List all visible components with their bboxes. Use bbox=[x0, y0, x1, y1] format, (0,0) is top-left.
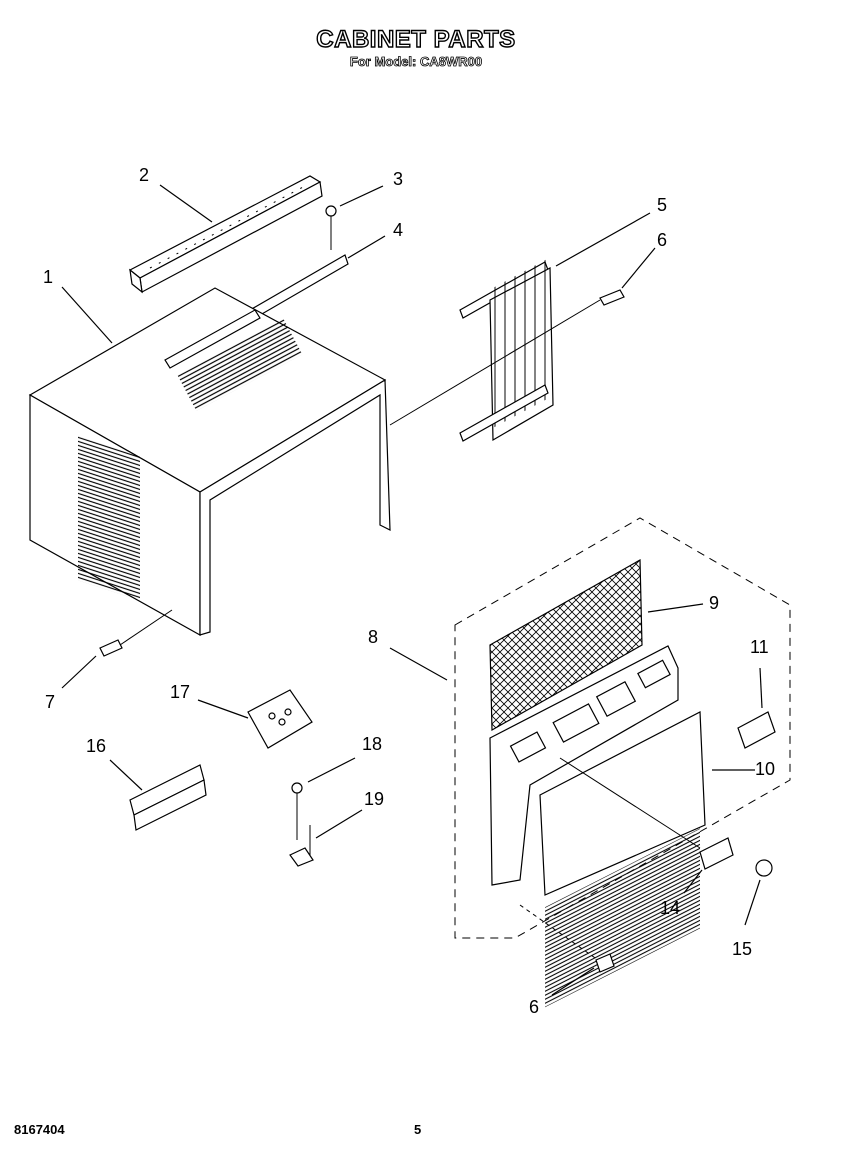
part-bracket-4 bbox=[249, 254, 349, 319]
part-top-rail bbox=[128, 175, 323, 294]
leader-lines bbox=[61, 184, 763, 996]
part-bracket-19 bbox=[289, 825, 314, 867]
callout-18: 18 bbox=[362, 734, 382, 754]
part-plate-14 bbox=[699, 837, 734, 870]
part-front-panel bbox=[489, 645, 679, 886]
part-strip-16 bbox=[129, 764, 207, 831]
callout-5: 5 bbox=[657, 195, 667, 215]
part-screw-6a bbox=[599, 289, 625, 306]
callout-1: 1 bbox=[43, 267, 53, 287]
part-screw-3 bbox=[325, 205, 337, 250]
part-screw-7 bbox=[99, 639, 123, 657]
part-screw-6b bbox=[595, 953, 615, 973]
callout-17: 17 bbox=[170, 682, 190, 702]
callout-6-bottom: 6 bbox=[529, 997, 539, 1017]
page-number: 5 bbox=[414, 1122, 422, 1137]
callout-15: 15 bbox=[732, 939, 752, 959]
callout-4: 4 bbox=[393, 220, 403, 240]
callout-3: 3 bbox=[393, 169, 403, 189]
callout-16: 16 bbox=[86, 736, 106, 756]
part-knob-15 bbox=[755, 859, 773, 877]
callout-8: 8 bbox=[368, 627, 378, 647]
part-filter bbox=[489, 558, 643, 732]
callout-14: 14 bbox=[660, 898, 680, 918]
diagram-title: CABINET PARTS bbox=[316, 25, 516, 53]
callout-11: 11 bbox=[750, 637, 769, 657]
part-rear-grille bbox=[459, 257, 554, 442]
part-screw-18 bbox=[291, 782, 303, 840]
front-assembly-boundary bbox=[454, 517, 791, 939]
callout-6-top: 6 bbox=[657, 230, 667, 250]
document-number: 8167404 bbox=[14, 1122, 65, 1137]
callout-10: 10 bbox=[755, 759, 775, 779]
callout-7: 7 bbox=[45, 692, 55, 712]
part-cabinet bbox=[28, 287, 391, 637]
part-front-grille bbox=[539, 711, 706, 1008]
model-subtitle: For Model: CA8WR00 bbox=[349, 54, 483, 70]
callout-9: 9 bbox=[709, 593, 719, 613]
part-hardware-pack-17 bbox=[247, 689, 313, 749]
callout-2: 2 bbox=[139, 165, 149, 185]
part-knob-11 bbox=[737, 711, 776, 749]
callout-19: 19 bbox=[364, 789, 384, 809]
